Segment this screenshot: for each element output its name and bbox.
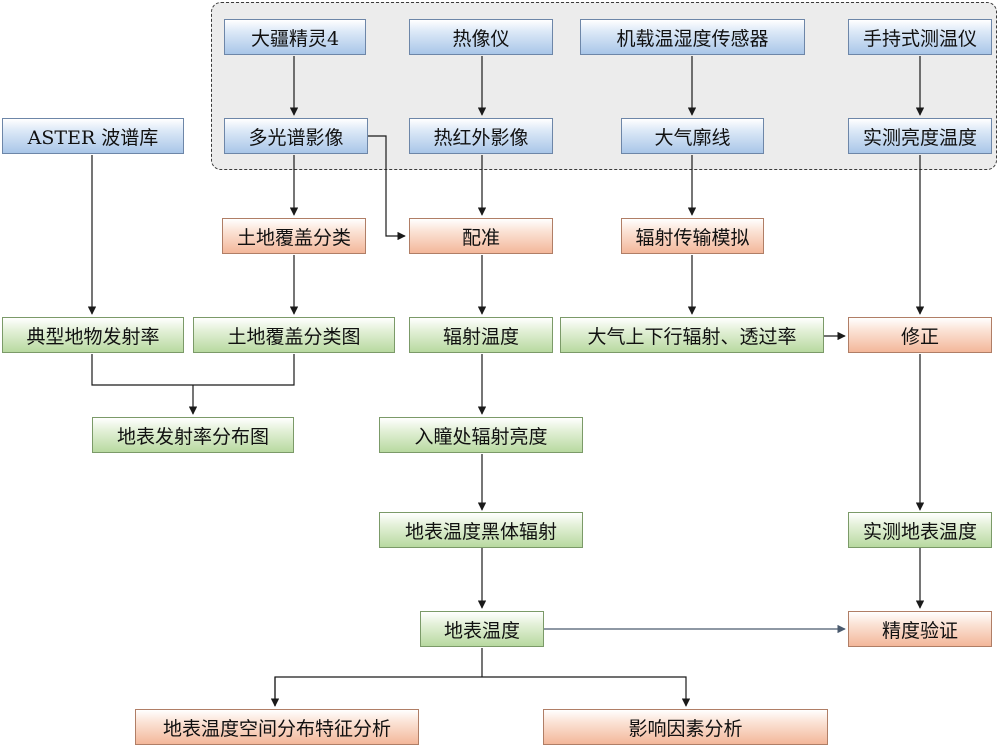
node-factor-analysis: 影响因素分析 — [543, 709, 828, 745]
node-multispectral: 多光谱影像 — [224, 118, 368, 154]
node-emissivity-map: 地表发射率分布图 — [92, 417, 294, 453]
node-spatial-analysis: 地表温度空间分布特征分析 — [135, 709, 419, 745]
node-typical-emissivity: 典型地物发射率 — [2, 317, 184, 353]
node-handheld-thermometer: 手持式测温仪 — [848, 19, 992, 55]
node-blackbody: 地表温度黑体辐射 — [379, 512, 583, 548]
node-aster: ASTER 波谱库 — [2, 118, 184, 154]
node-measured-lst: 实测地表温度 — [848, 512, 992, 548]
node-landcover-class: 土地覆盖分类 — [222, 218, 366, 254]
edge-merge-emissivity-map — [91, 354, 295, 414]
edge-lst-split — [274, 648, 686, 706]
node-atm-radiation: 大气上下行辐射、透过率 — [560, 317, 824, 353]
node-airborne-sensor: 机载温湿度传感器 — [580, 19, 805, 55]
edge-multispectral-registration — [368, 135, 406, 241]
node-dji: 大疆精灵4 — [224, 19, 366, 55]
node-thermal-ir: 热红外影像 — [409, 118, 553, 154]
node-registration: 配准 — [409, 218, 553, 254]
node-atm-profile: 大气廓线 — [621, 118, 764, 154]
node-landcover-map: 土地覆盖分类图 — [193, 317, 395, 353]
node-measured-brightness: 实测亮度温度 — [848, 118, 992, 154]
node-rt-sim: 辐射传输模拟 — [621, 218, 764, 254]
node-thermal-camera: 热像仪 — [409, 19, 553, 55]
node-accuracy: 精度验证 — [848, 611, 992, 647]
node-correction: 修正 — [848, 317, 992, 353]
node-lst: 地表温度 — [420, 611, 544, 647]
node-radiance-temp: 辐射温度 — [409, 317, 553, 353]
node-at-sensor-radiance: 入瞳处辐射亮度 — [379, 417, 583, 453]
